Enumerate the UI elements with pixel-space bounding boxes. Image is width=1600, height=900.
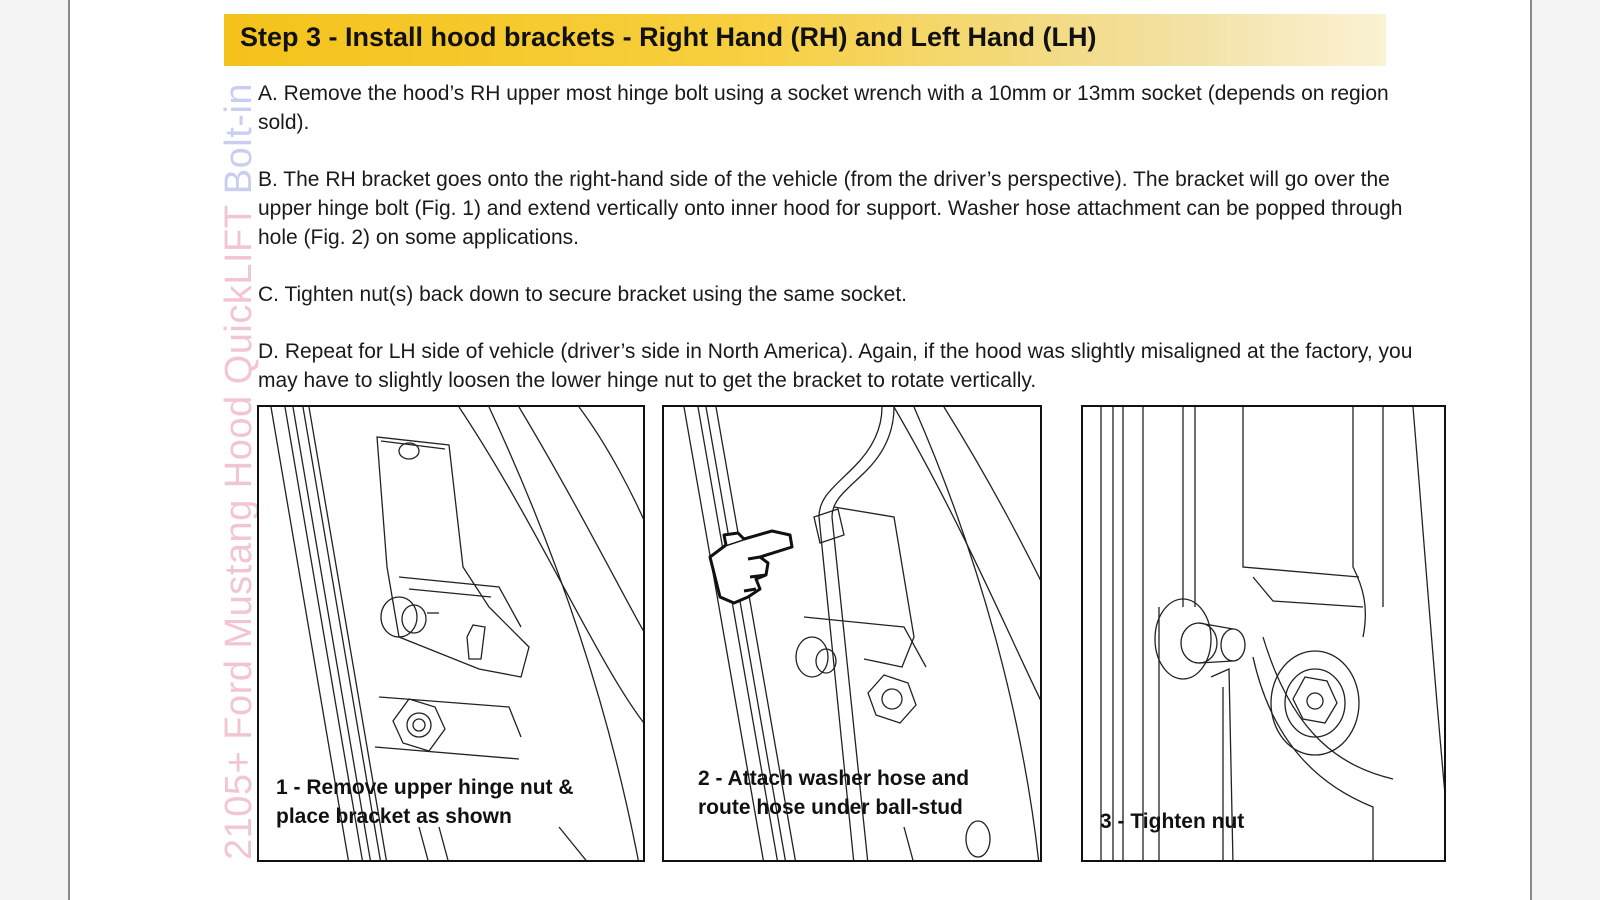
figure-1: 1 - Remove upper hinge nut & place brack… [257, 405, 645, 862]
step-header-bar: Step 3 - Install hood brackets - Right H… [224, 14, 1386, 66]
side-title-product: 2105+ Ford Mustang Hood QuickLIFT [218, 205, 260, 860]
figure-2-illustration [683, 407, 1040, 860]
instruction-list: A. Remove the hood’s RH upper most hinge… [258, 79, 1438, 423]
instruction-d: D. Repeat for LH side of vehicle (driver… [258, 340, 1413, 392]
instruction-b: B. The RH bracket goes onto the right-ha… [258, 168, 1403, 249]
side-title-type: Bolt-in [218, 82, 260, 206]
step-title: Step 3 - Install hood brackets - Right H… [240, 22, 1097, 52]
figure-2-caption: 2 - Attach washer hose and route hose un… [698, 767, 970, 819]
pointing-hand-icon [708, 529, 794, 605]
figure-3-illustration [1100, 407, 1444, 860]
figure-3: 3 - Tighten nut [1081, 405, 1446, 862]
figure-1-illustration [270, 407, 643, 860]
instruction-c: C. Tighten nut(s) back down to secure br… [258, 283, 907, 306]
figure-2: 2 - Attach washer hose and route hose un… [662, 405, 1042, 862]
figure-3-caption: 3 - Tighten nut [1100, 810, 1245, 833]
figure-1-caption: 1 - Remove upper hinge nut & place brack… [276, 776, 574, 828]
instruction-a: A. Remove the hood’s RH upper most hinge… [258, 82, 1389, 134]
side-title: 2105+ Ford Mustang Hood QuickLIFT Bolt-i… [218, 83, 261, 860]
